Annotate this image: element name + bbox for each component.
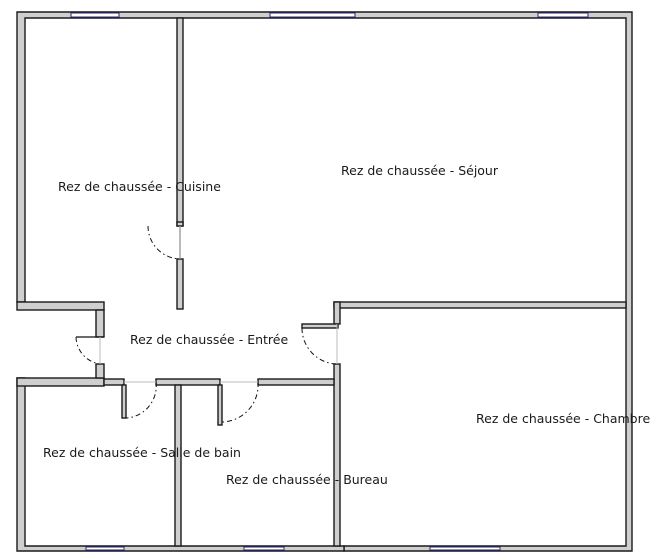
wall-entree-east-upper bbox=[333, 301, 341, 325]
vestibule-stub-top bbox=[95, 309, 105, 338]
window-north-1 bbox=[70, 12, 120, 18]
wall-entree-south-3 bbox=[257, 378, 335, 386]
door-leaf-cuisine bbox=[176, 221, 184, 227]
outer-walls bbox=[16, 11, 633, 552]
window-north-2 bbox=[269, 12, 356, 18]
vestibule-stub-bottom bbox=[95, 363, 105, 379]
room-label-bureau: Rez de chaussée - Bureau bbox=[226, 472, 388, 487]
wall-cuisine-sejour-upper bbox=[176, 17, 184, 227]
room-label-entree: Rez de chaussée - Entrée bbox=[130, 332, 288, 347]
outer-wall-upper bbox=[16, 11, 633, 552]
wall-entree-south-2 bbox=[155, 378, 221, 386]
wall-sdb-bureau bbox=[174, 384, 182, 547]
room-labels: Rez de chaussée - Cuisine Rez de chaussé… bbox=[43, 163, 650, 487]
room-label-chambre: Rez de chaussée - Chambre bbox=[476, 411, 650, 426]
window-south-2 bbox=[243, 546, 285, 551]
window-north-3 bbox=[537, 12, 589, 18]
door-leaf-sejour bbox=[301, 323, 339, 329]
wall-entree-east-lower bbox=[333, 363, 341, 547]
windows bbox=[70, 12, 589, 551]
vestibule-wall-bottom bbox=[16, 377, 105, 387]
door-salle-de-bain bbox=[121, 381, 157, 419]
door-cuisine bbox=[147, 225, 181, 260]
wall-sejour-chambre bbox=[333, 301, 627, 309]
window-south-3 bbox=[429, 546, 501, 551]
vestibule-wall-top bbox=[16, 301, 105, 311]
wall-entree-south-1 bbox=[103, 378, 125, 386]
room-label-sejour: Rez de chaussée - Séjour bbox=[341, 163, 499, 178]
doors bbox=[75, 225, 338, 426]
room-label-cuisine: Rez de chaussée - Cuisine bbox=[58, 179, 221, 194]
door-bureau bbox=[217, 381, 259, 426]
window-south-1 bbox=[85, 546, 125, 551]
door-entrance bbox=[75, 336, 104, 365]
interior-walls bbox=[103, 17, 627, 547]
wall-cuisine-sejour-lower bbox=[176, 258, 184, 310]
room-label-salle-de-bain: Rez de chaussée - Salle de bain bbox=[43, 445, 241, 460]
door-sejour bbox=[301, 324, 338, 365]
